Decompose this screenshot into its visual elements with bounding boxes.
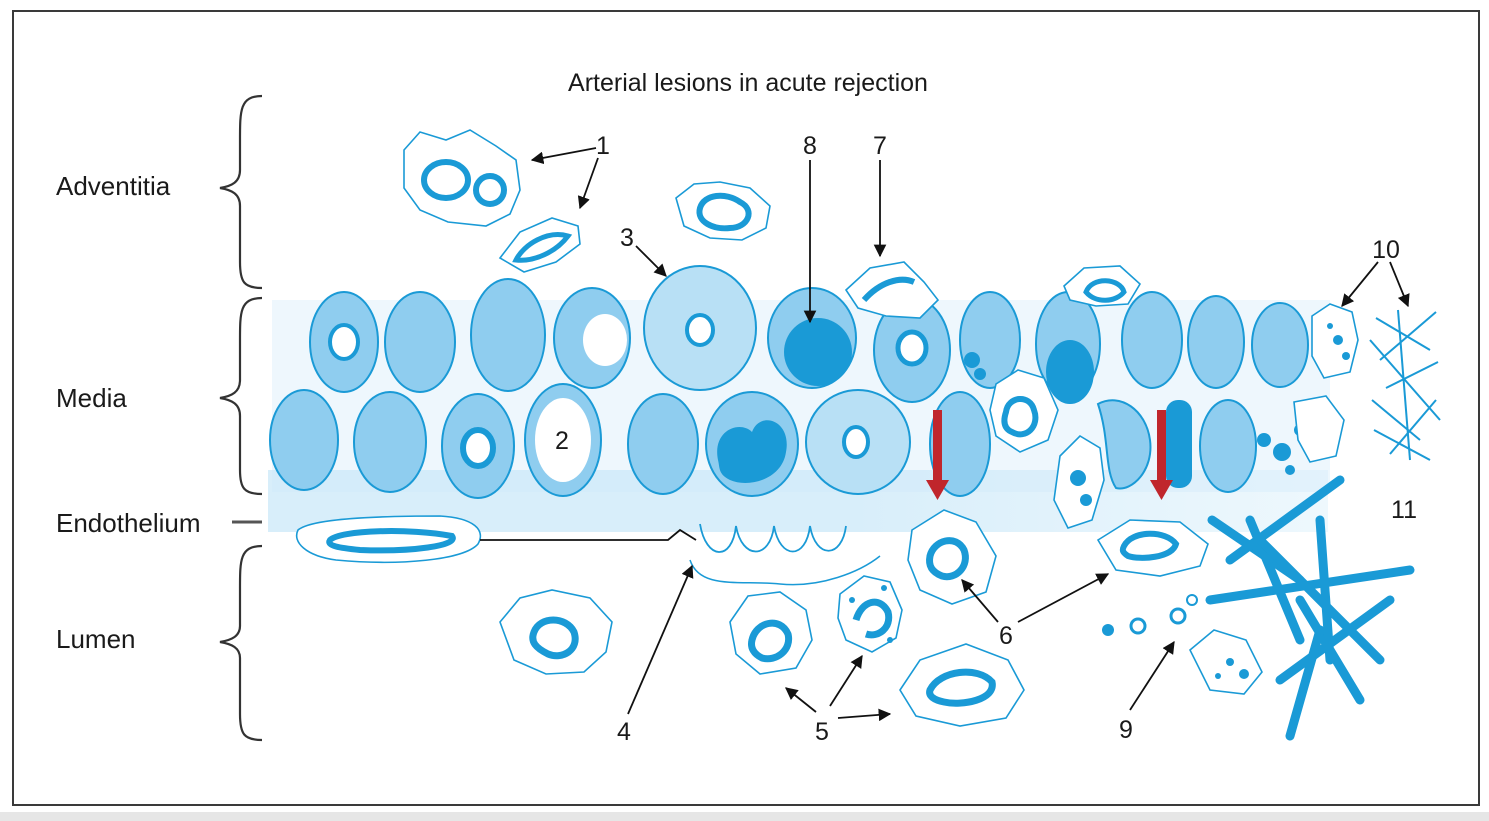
highlight-arrow-left: [933, 410, 942, 482]
callout-5: 5: [815, 718, 829, 746]
callout-10: 10: [1372, 236, 1400, 264]
callout-9: 9: [1119, 716, 1133, 744]
callout-8: 8: [803, 132, 817, 160]
label-endothelium: Endothelium: [56, 508, 201, 538]
highlight-arrow-right: [1157, 410, 1166, 482]
callout-6: 6: [999, 622, 1013, 650]
brace-adventitia: [220, 96, 262, 288]
callout-2: 2: [555, 427, 569, 455]
lumen-cells: [500, 510, 1262, 726]
label-adventitia: Adventitia: [56, 171, 171, 201]
callout-1: 1: [596, 132, 610, 160]
diagram-title: Arterial lesions in acute rejection: [568, 69, 928, 97]
callout-4: 4: [617, 718, 631, 746]
callout-11: 11: [1391, 496, 1417, 524]
fibrin-fine-mesh: [1370, 310, 1440, 460]
callout-7: 7: [873, 132, 887, 160]
brace-media: [220, 298, 262, 494]
callout-3: 3: [620, 224, 634, 252]
brace-lumen: [220, 546, 262, 740]
label-media: Media: [56, 383, 127, 413]
label-lumen: Lumen: [56, 624, 136, 654]
